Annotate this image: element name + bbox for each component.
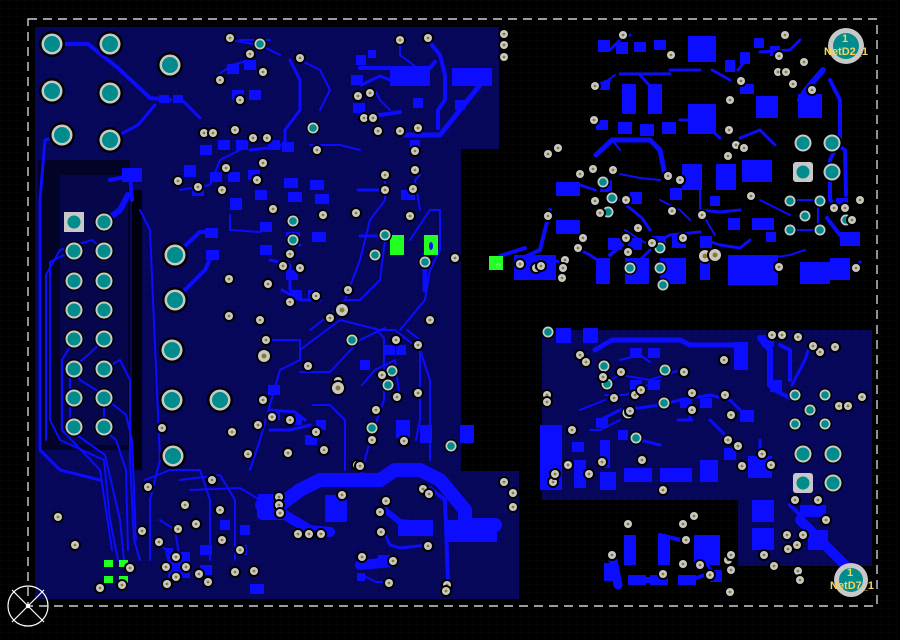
- net-pad-netd2[interactable]: [828, 28, 864, 64]
- net-pad-netd7[interactable]: [834, 563, 868, 597]
- square-pads[interactable]: [64, 162, 813, 493]
- ground-plane-left[interactable]: [33, 25, 521, 601]
- origin-marker-icon: [7, 585, 49, 627]
- board-outline: [27, 18, 878, 607]
- smd-pads[interactable]: [122, 36, 860, 594]
